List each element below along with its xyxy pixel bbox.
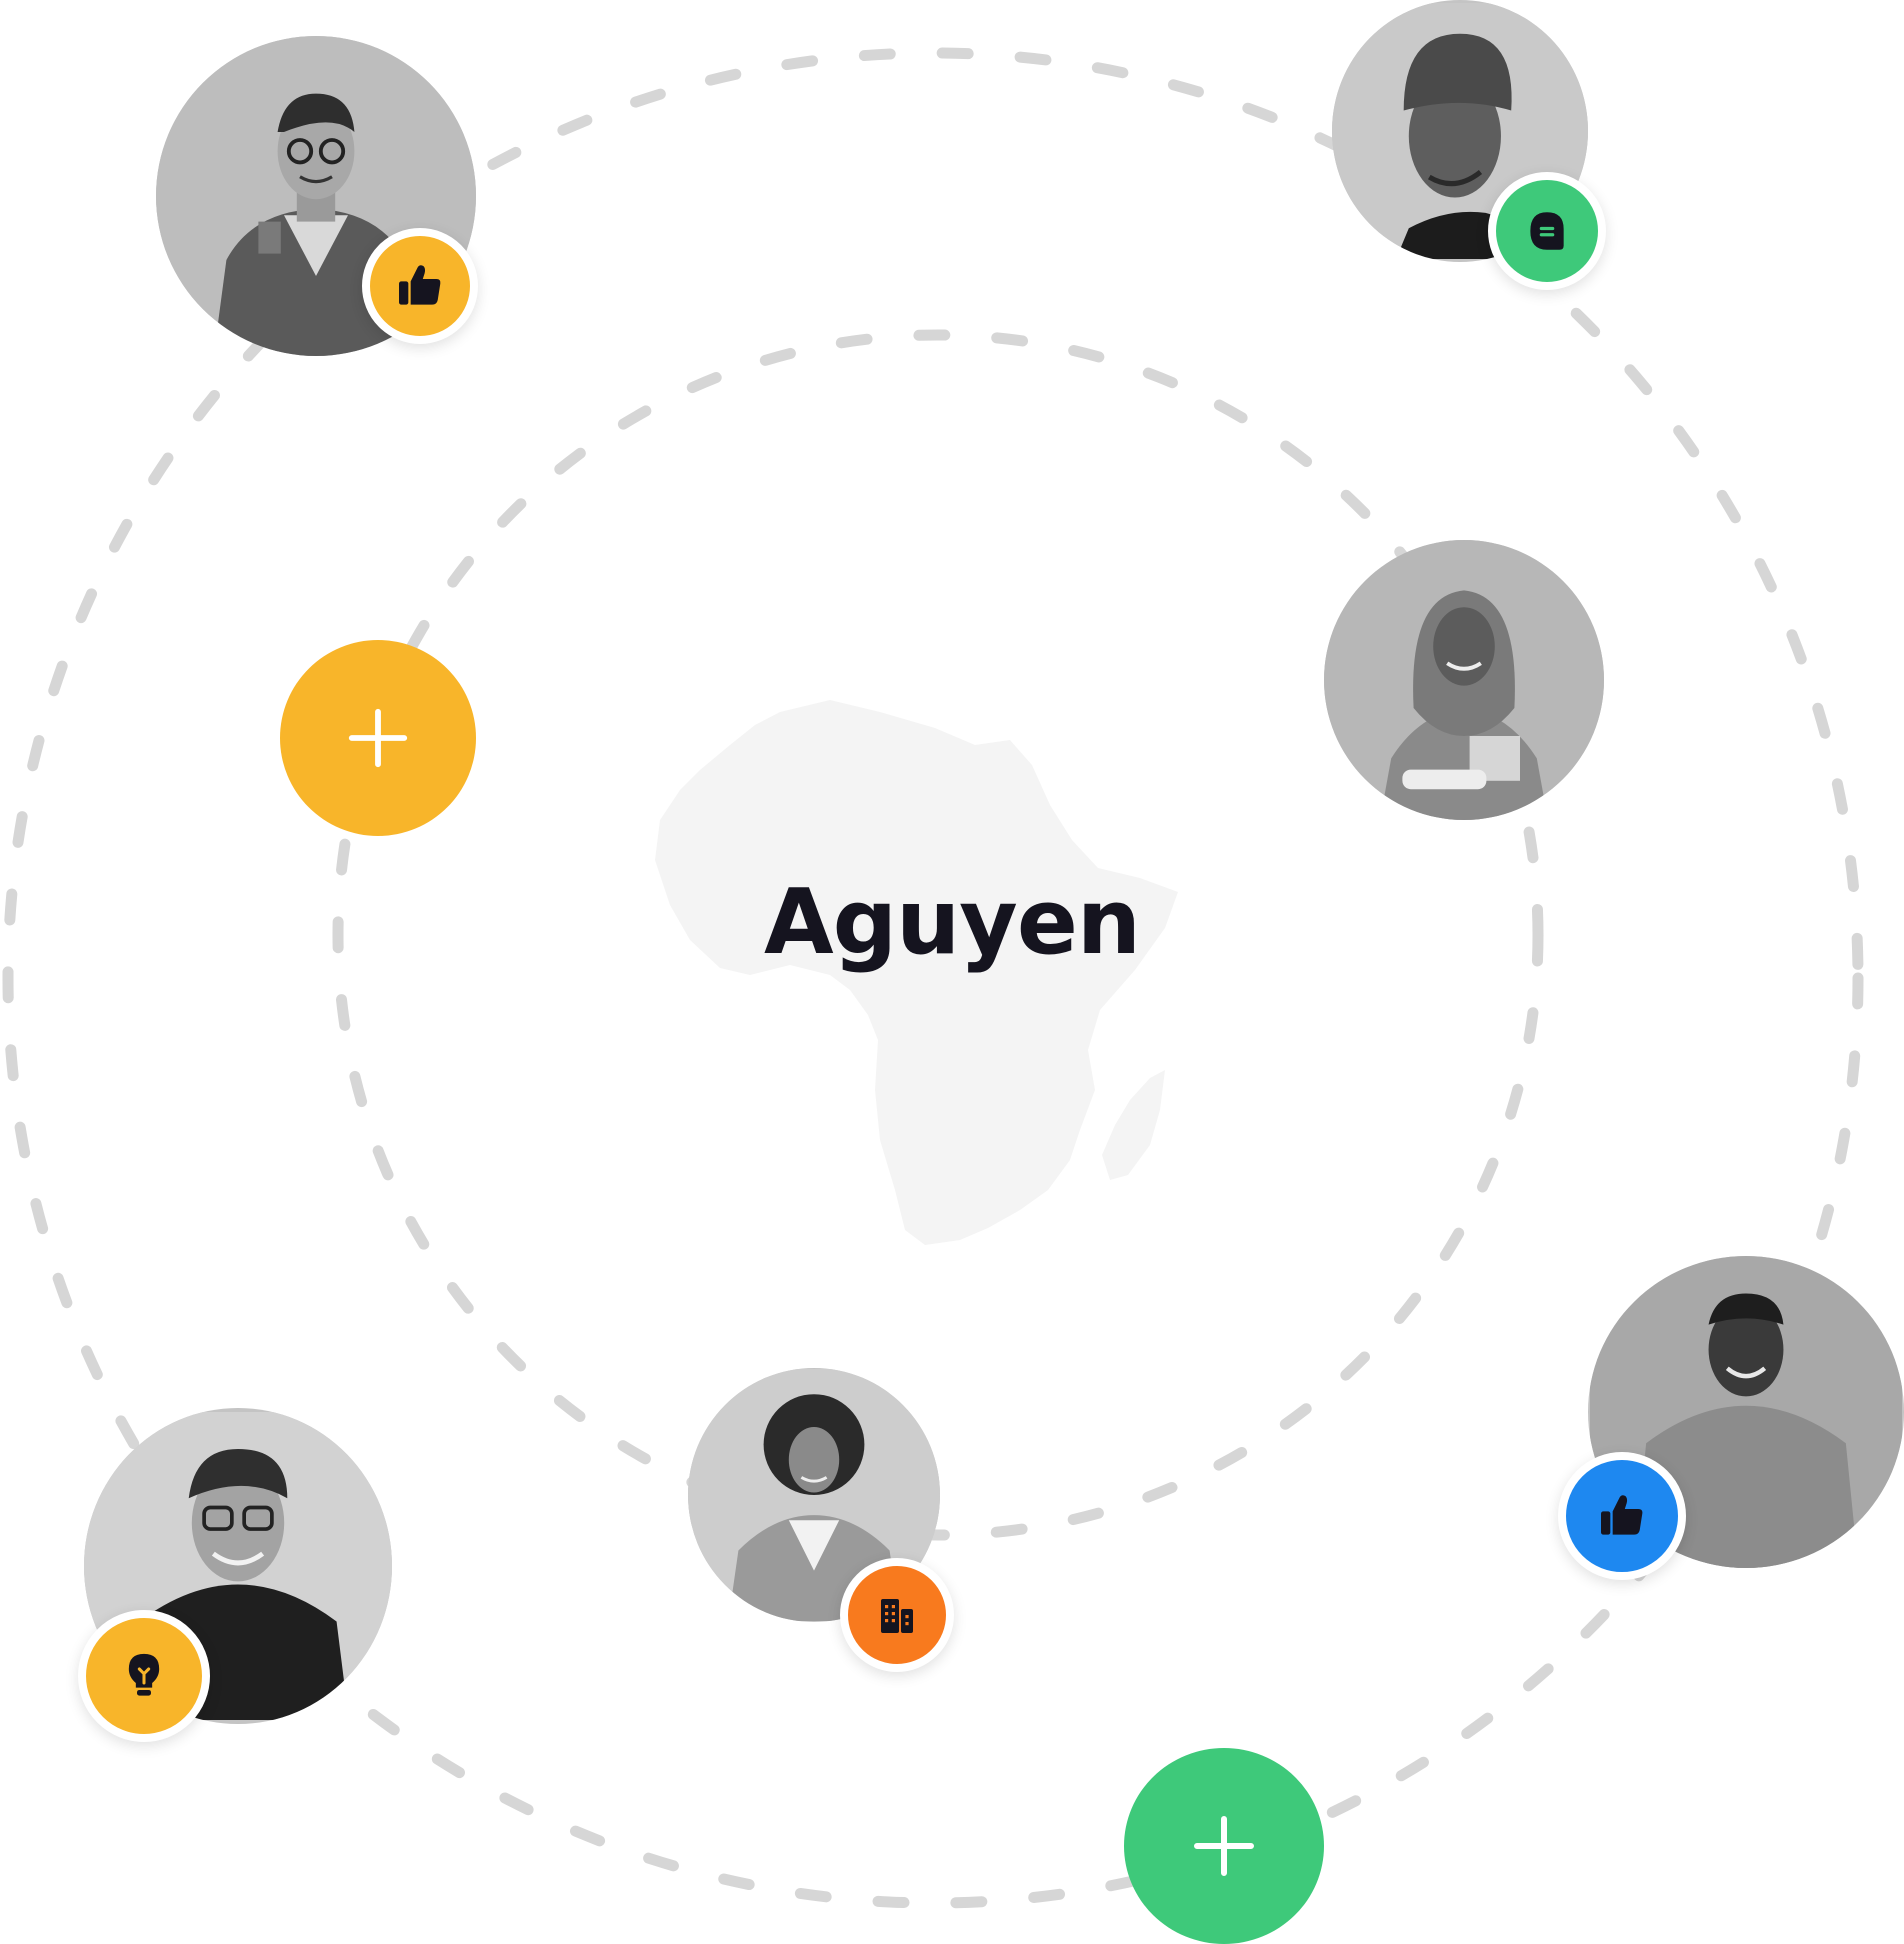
buildings-icon: [881, 1599, 913, 1633]
lightbulb-badge: [78, 1610, 210, 1742]
thumbs-up-icon: [1601, 1495, 1643, 1535]
add-yellow-button[interactable]: [280, 640, 476, 836]
inner-orbit: [332, 329, 1544, 1541]
madagascar-shape: [1102, 1070, 1165, 1180]
avatar-man-glasses[interactable]: [84, 1408, 392, 1724]
lightbulb-icon: [128, 1653, 160, 1696]
thumbs-up-badge: [1558, 1452, 1686, 1580]
chat-bubble-icon: [1530, 212, 1564, 250]
outer-orbit: [2, 47, 1864, 1909]
add-green-button[interactable]: [1124, 1748, 1324, 1944]
buildings-badge: [840, 1558, 954, 1672]
plus-icon: [1194, 1816, 1254, 1876]
thumbs-up-icon: [399, 265, 441, 305]
brand-name: Aguyen: [764, 870, 1141, 975]
thumbs-up-badge: [362, 228, 478, 344]
person-portrait: [1324, 540, 1604, 820]
africa-map-shape: [655, 700, 1178, 1245]
chat-bubble-badge: [1488, 172, 1606, 290]
plus-icon: [348, 708, 408, 768]
avatar-woman-hijab[interactable]: [1324, 540, 1604, 820]
